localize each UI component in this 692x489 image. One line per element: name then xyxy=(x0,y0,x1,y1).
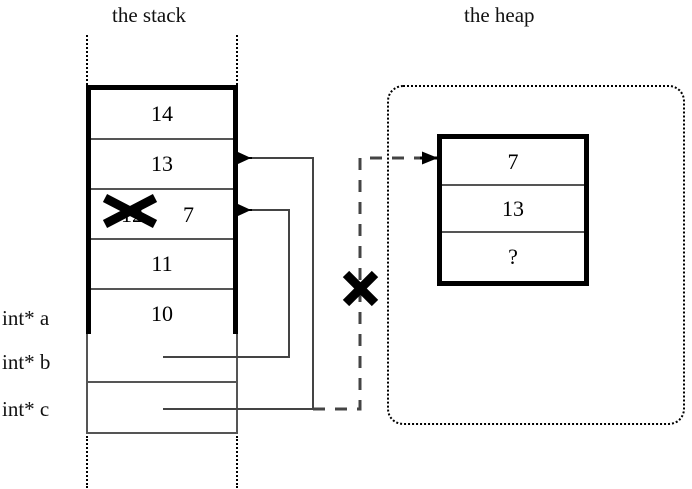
stack-guide-top-left xyxy=(86,35,88,85)
stack-guide-top-right xyxy=(236,35,238,85)
pointer-label-a: int* a xyxy=(2,306,50,330)
heap-cell-0: 7 xyxy=(442,139,584,186)
stack-cell-1: 13 xyxy=(91,140,233,190)
pointer-label-c: int* c xyxy=(2,397,50,421)
stack-slot-c xyxy=(88,383,236,432)
stack-guide-bottom-right xyxy=(236,436,238,488)
stack-pointer-slots xyxy=(86,334,238,434)
stack-guide-bottom-left xyxy=(86,436,88,488)
heap-block: 7 13 ? xyxy=(437,134,589,286)
stack-slot-b xyxy=(88,334,236,383)
heap-cell-2: ? xyxy=(442,233,584,281)
stack-cell-3: 11 xyxy=(91,240,233,290)
new-value: 7 xyxy=(183,202,194,227)
heap-title: the heap xyxy=(464,3,535,27)
pointer-label-b: int* b xyxy=(2,350,51,374)
stack-title: the stack xyxy=(112,3,187,27)
struck-old-value: 12 xyxy=(121,202,143,227)
stack-cell-0: 14 xyxy=(91,90,233,140)
stack-frame: 14 13 12 7 11 10 xyxy=(86,85,238,337)
overwrite-group: 12 7 xyxy=(91,190,233,238)
invalid-pointer-x-icon xyxy=(342,270,379,307)
stack-cell-2-overwritten: 12 7 xyxy=(91,190,233,240)
heap-cell-1: 13 xyxy=(442,186,584,233)
stack-cell-4: 10 xyxy=(91,290,233,337)
